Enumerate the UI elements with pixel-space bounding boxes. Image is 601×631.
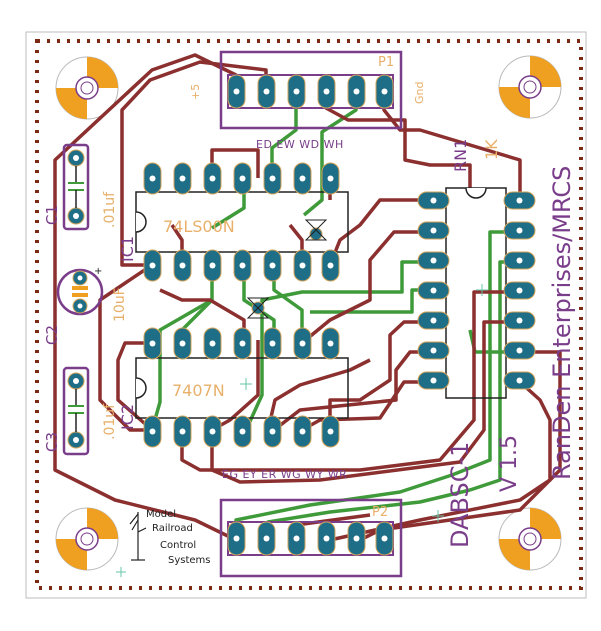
c2-polarity: + [94, 266, 102, 277]
ic2-pin-holes [149, 340, 334, 435]
via-marker [246, 297, 270, 319]
c1-value: .01uf [102, 191, 118, 228]
c3-name: C3 [43, 432, 61, 452]
board-dotted-border [35, 39, 583, 590]
p1-name: P1 [378, 55, 394, 70]
version-label: V 1.5 [497, 435, 522, 492]
board-outline [25, 31, 587, 599]
capacitor-c2: + C2 10uF [43, 266, 128, 345]
c3-outline [62, 366, 90, 456]
mrcs-logo: Model Railroad Control Systems [129, 509, 211, 566]
mounting-hole-bottom-left [55, 507, 119, 571]
rn1-value: 1K [482, 139, 501, 160]
c1-name: C1 [43, 205, 61, 225]
c2-name: C2 [43, 325, 61, 345]
p1-plus5-label: +5 [189, 84, 202, 100]
capacitor-c3: C3 .01uf [43, 366, 118, 456]
mounting-hole-top-left [55, 56, 119, 120]
railroad-signal-icon [129, 512, 147, 561]
p2-pin-labels: EG EY ER WG WY WR [222, 468, 347, 481]
rn1-notch [465, 187, 487, 199]
p1-gnd-label: Gnd [413, 82, 426, 104]
c3-value: .01uf [102, 403, 118, 440]
mounting-hole-bottom-right [498, 507, 562, 571]
p2-pin-holes [233, 535, 388, 542]
logo-line-3: Control [160, 540, 196, 551]
p1-outline [219, 50, 403, 130]
ic1-name: IC1 [118, 236, 137, 262]
c2-outline [56, 268, 104, 316]
resistor-network-rn1: RN1 1K [417, 139, 536, 399]
chip-ic1: 74LS00N IC1 [118, 162, 349, 282]
p1-pin-holes [233, 88, 388, 95]
ic1-notch [135, 211, 147, 233]
p1-inner-outline [227, 74, 394, 109]
logo-line-1: Model [146, 509, 176, 520]
rn1-name: RN1 [451, 139, 470, 172]
p1-pins [227, 74, 394, 109]
connector-p1: P1 +5 Gnd ED EW WD WH [189, 50, 426, 151]
vias [246, 219, 328, 319]
origin-markers [116, 284, 488, 577]
ic1-part: 74LS00N [163, 217, 235, 236]
ic2-name: IC2 [118, 404, 137, 430]
p2-outline [219, 498, 403, 578]
logo-line-2: Railroad [152, 523, 193, 534]
ic1-pin-holes [149, 175, 334, 269]
connector-p2: P2 EG EY ER WG WY WR [219, 468, 403, 578]
c2-value: 10uF [112, 287, 128, 322]
chip-ic2: 7407N IC2 [118, 327, 349, 448]
ic2-part: 7407N [172, 381, 225, 400]
capacitor-c1: C1 .01uf [43, 143, 118, 231]
p2-name: P2 [372, 505, 388, 520]
rn1-pin-holes [430, 197, 523, 384]
p1-pin-labels: ED EW WD WH [256, 138, 344, 151]
via-marker [304, 219, 328, 241]
c1-outline [62, 143, 90, 231]
project-name: DABSC-1 [446, 442, 474, 548]
mounting-hole-top-right [498, 55, 562, 119]
p2-pins [227, 521, 394, 556]
company-name: RanDen Enterprises/MRCS [548, 166, 576, 480]
p2-inner-outline [227, 521, 394, 556]
logo-line-4: Systems [168, 555, 211, 566]
ic2-notch [135, 377, 147, 399]
